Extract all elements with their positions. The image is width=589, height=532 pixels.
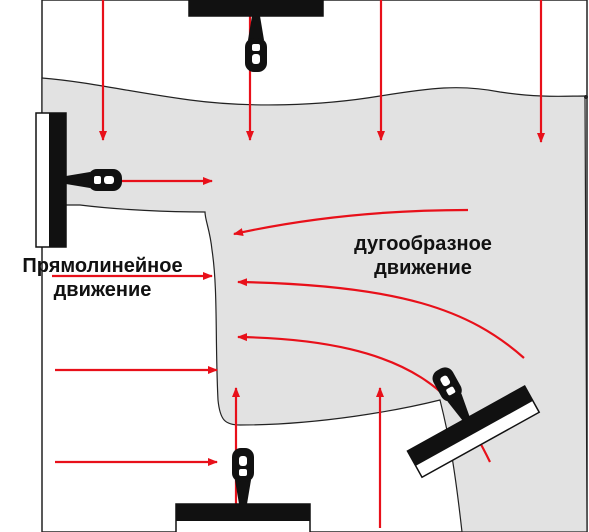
arc-label-line2: движение xyxy=(374,257,472,279)
arc-movement-label: дугообразное движение xyxy=(318,232,528,280)
straight-label-line2: движение xyxy=(53,279,152,301)
straight-movement-label: Прямолинейное движение xyxy=(0,254,205,302)
arc-arrow-2 xyxy=(237,278,525,359)
straight-label-line1: Прямолинейное xyxy=(22,255,183,277)
plaster-area xyxy=(41,77,588,532)
edge-mark xyxy=(584,95,588,99)
arc-arrow-1 xyxy=(233,208,469,236)
arc-label-line1: дугообразное xyxy=(354,233,492,255)
top-arrows xyxy=(99,0,545,143)
